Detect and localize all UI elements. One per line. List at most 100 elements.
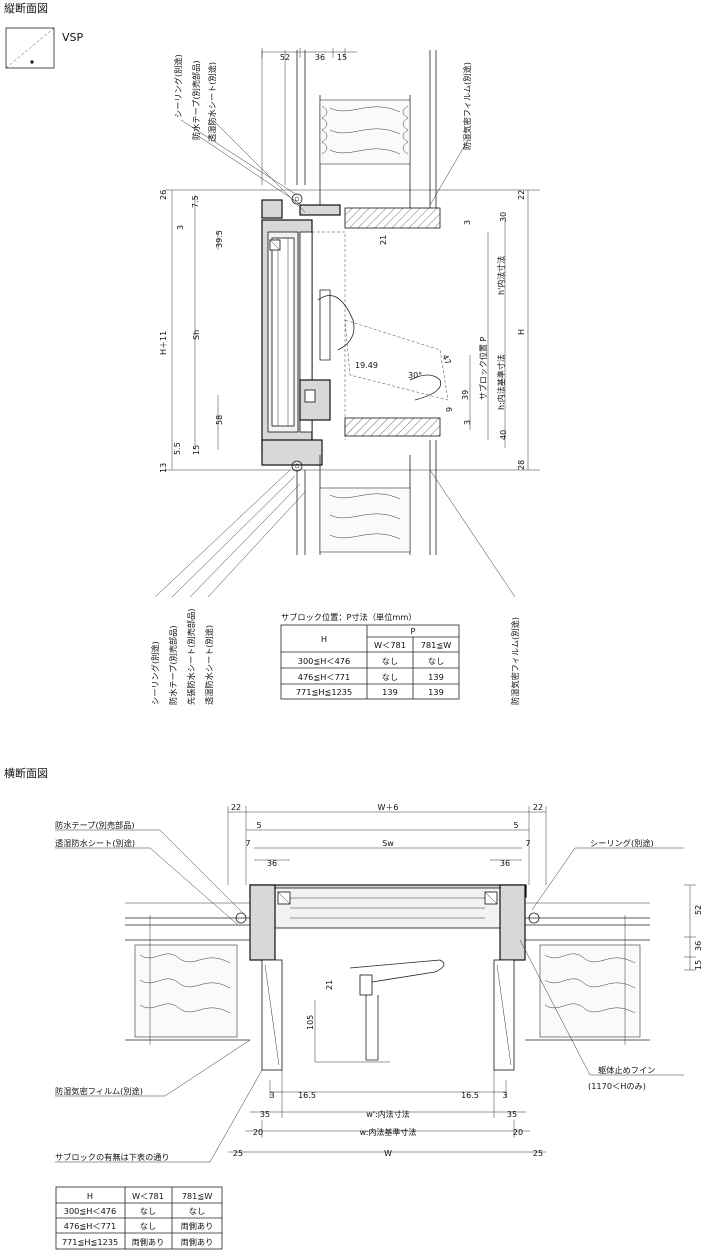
dim-h-35-left: 35 — [260, 1110, 270, 1119]
dim-h-21: 21 — [325, 980, 334, 990]
dim-v-36: 36 — [315, 53, 325, 62]
label-waterproof-tape-bottom: 防水テープ(別売部品) — [168, 625, 178, 705]
dim-v-26: 26 — [159, 190, 168, 200]
h-table-row2-b: 両側あり — [181, 1221, 214, 1231]
dim-v-39: 39 — [461, 390, 470, 400]
dim-h-36-left: 36 — [267, 859, 277, 868]
p-table-row2-a: なし — [382, 672, 398, 682]
p-table-row3-a: 139 — [382, 687, 398, 697]
label-sealing-h: シーリング(別途) — [590, 838, 654, 848]
dim-v-sublock-p: サブロック位置 P — [478, 336, 488, 400]
vertical-dims — [165, 48, 540, 471]
dim-h-5-left: 5 — [256, 821, 261, 830]
dim-h-35-right: 35 — [507, 1110, 517, 1119]
dim-h-25-right: 25 — [533, 1149, 543, 1158]
horizontal-dims-bottom — [228, 1070, 546, 1153]
dim-h-7-left: 7 — [245, 839, 250, 848]
open-sash-outline — [312, 231, 449, 440]
dim-h-sw: Sw — [382, 839, 394, 848]
dim-v-h-base: h:内法基準寸法 — [496, 354, 506, 410]
dim-v-15: 15 — [337, 53, 347, 62]
dim-v-h11: H＋11 — [159, 331, 168, 355]
label-waterproof-tape-h: 防水テープ(別売部品) — [55, 820, 135, 830]
dim-v-7-5: 7.5 — [191, 195, 200, 208]
vsp-label: VSP — [62, 31, 84, 44]
label-breathable-sheet-bottom: 透湿防水シート(別途) — [204, 625, 214, 705]
horizontal-section-title: 横断面図 — [4, 766, 48, 780]
h-table-row3-a: 両側あり — [132, 1237, 165, 1247]
wall-lower — [296, 440, 437, 555]
dim-v-22: 22 — [517, 190, 526, 200]
p-table-sub-a: W＜781 — [374, 640, 406, 650]
h-table-row2-a: なし — [140, 1221, 156, 1231]
dim-v-9: 9 — [445, 407, 454, 412]
dim-v-3: 3 — [176, 225, 185, 230]
label-waterproof-tape-top: 防水テープ(別売部品) — [191, 60, 201, 140]
dim-v-15b: 15 — [192, 445, 201, 455]
sill-frame — [261, 417, 441, 472]
sublock-presence-table: H W＜781 781≦W 300≦H＜476 なし なし 476≦H＜771 … — [55, 1186, 223, 1250]
h-table-sub-a: W＜781 — [132, 1191, 164, 1201]
dim-v-28: 28 — [517, 460, 526, 470]
dim-v-h: H — [517, 329, 526, 335]
leaders-top — [180, 119, 469, 213]
vsp-legend: VSP — [5, 27, 84, 69]
label-pre-waterproof-sheet: 先張防水シート(別売部品) — [186, 609, 196, 705]
label-sublock-note: サブロックの有無は下表の通り — [55, 1152, 170, 1162]
dim-h-20-left: 20 — [253, 1128, 263, 1137]
dim-h-w-base: w:内法基準寸法 — [360, 1127, 417, 1137]
dim-h-5-right: 5 — [513, 821, 518, 830]
label-sealing-bottom: シーリング(別途) — [150, 641, 160, 705]
dim-v-40: 40 — [499, 430, 508, 440]
dim-h-22-right: 22 — [533, 803, 543, 812]
p-table-row1-h: 300≦H＜476 — [298, 656, 350, 666]
dim-h-16-5-right: 16.5 — [461, 1091, 479, 1100]
dim-h-22-left: 22 — [231, 803, 241, 812]
handle-horizontal — [314, 959, 445, 1063]
dim-v-3c: 3 — [463, 420, 472, 425]
dim-v-58: 58 — [215, 415, 224, 425]
leaders-horizontal — [55, 829, 684, 1163]
p-table-row3-h: 771≦H≦1235 — [296, 687, 352, 697]
p-table-row1-b: なし — [428, 656, 444, 666]
wall-horizontal — [125, 902, 650, 1045]
p-table-row3-b: 139 — [428, 687, 444, 697]
sublock-p-table: サブロック位置：P寸法（単位mm） H P W＜781 781≦W 300≦H＜… — [280, 612, 460, 700]
dim-h-7-right: 7 — [525, 839, 530, 848]
p-table-row2-b: 139 — [428, 672, 444, 682]
dim-v-5-5: 5.5 — [173, 442, 182, 455]
h-table-sub-b: 781≦W — [182, 1191, 213, 1201]
dim-h-36r: 36 — [694, 941, 703, 951]
h-table-row1-b: なし — [189, 1206, 205, 1216]
head-frame — [261, 193, 441, 229]
p-table-p-header: P — [411, 626, 416, 636]
label-fin-note: (1170＜Hのみ) — [588, 1081, 646, 1091]
horizontal-dims-right — [684, 884, 696, 971]
dim-h-52: 52 — [694, 905, 703, 915]
leaders-bottom — [154, 469, 516, 598]
h-table-row3-b: 両側あり — [181, 1237, 214, 1247]
h-table-row2-h: 476≦H＜771 — [64, 1221, 116, 1231]
dim-h-36-right: 36 — [500, 859, 510, 868]
dim-v-30: 30 — [499, 212, 508, 222]
p-table-caption: サブロック位置：P寸法（単位mm） — [281, 612, 417, 622]
dim-v-13: 13 — [159, 463, 168, 473]
window-sash — [261, 219, 331, 451]
dim-v-h-prime: h'内法寸法 — [496, 256, 506, 295]
h-table-row1-a: なし — [140, 1206, 156, 1216]
p-table-row1-a: なし — [382, 656, 398, 666]
dim-h-105: 105 — [306, 1015, 315, 1030]
p-table-row2-h: 476≦H＜771 — [298, 672, 350, 682]
dim-v-3b: 3 — [463, 220, 472, 225]
label-breathable-sheet-top: 透湿防水シート(別途) — [207, 62, 217, 142]
wall-upper — [261, 50, 437, 208]
frame-horizontal — [235, 884, 540, 1071]
label-airtight-film-h: 防湿気密フィルム(別途) — [55, 1086, 143, 1096]
label-breathable-sheet-h: 透湿防水シート(別途) — [55, 838, 135, 848]
h-table-row1-h: 300≦H＜476 — [64, 1206, 116, 1216]
dim-h-15r: 15 — [694, 960, 703, 970]
dim-v-21: 21 — [379, 235, 388, 245]
p-table-sub-b: 781≦W — [421, 640, 452, 650]
dim-v-sh: Sh — [192, 330, 201, 340]
